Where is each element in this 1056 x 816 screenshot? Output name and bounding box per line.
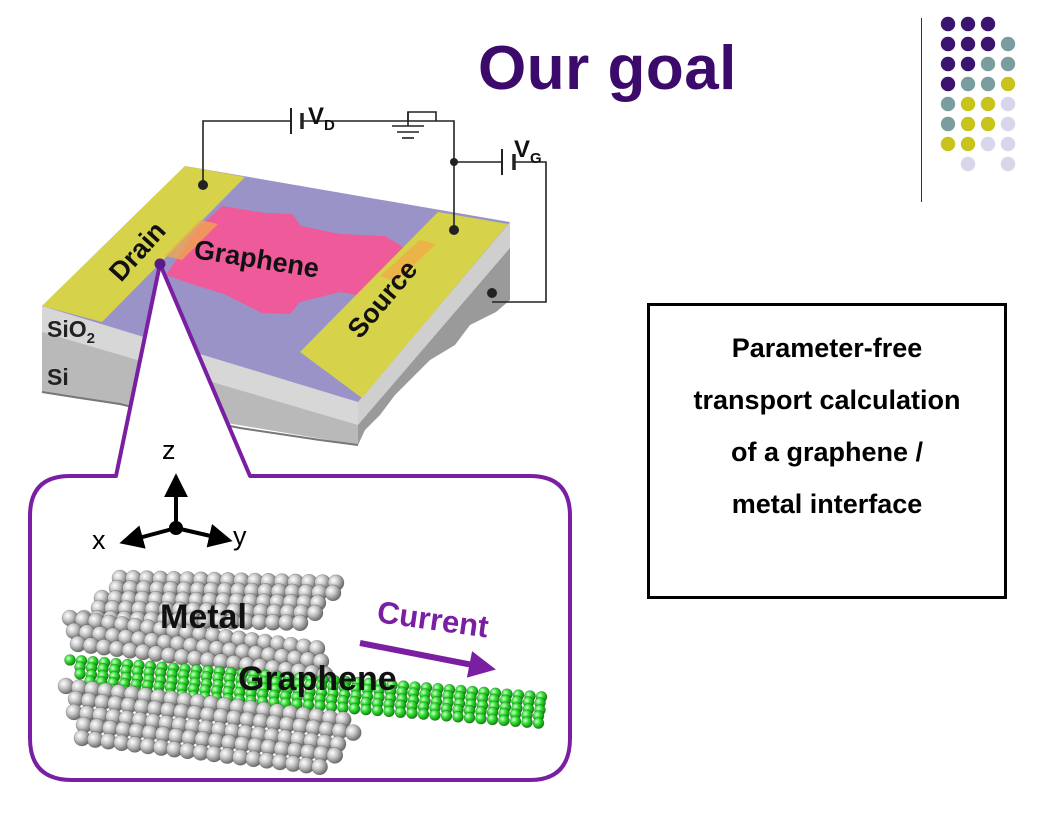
graphene-channel [166,206,420,314]
decorative-dot [980,96,996,112]
graphene-atom [74,668,86,680]
metal-label: Metal [160,598,247,636]
axes-icon [119,473,233,549]
summary-line: metal interface [731,489,923,519]
decorative-dot [1000,116,1016,132]
summary-text: Parameter-free transport calculation of … [650,322,1004,530]
sio2-label: SiO2 [47,316,95,347]
source-electrode [300,212,508,398]
graphene-atom [498,714,510,727]
drain-contact-overlap [165,220,218,260]
slide-title: Our goal [478,34,737,103]
drain-electrode [42,166,245,322]
graphene-atom [406,707,418,720]
zoom-origin-dot [154,258,166,270]
decorative-dot [940,96,956,112]
axis-y-label: y [233,521,247,551]
decorative-dot [1000,156,1016,172]
decorative-dot-grid [940,16,1016,172]
decorative-dot [960,156,976,172]
decorative-dot [940,16,956,32]
metal-atom [291,614,309,632]
graphene-atom [452,710,464,723]
vg-label: VG [514,136,542,167]
decorative-divider [921,18,922,202]
decorative-dot [980,16,996,32]
decorative-dot [940,56,956,72]
decorative-dot [960,76,976,92]
axis-z-label: z [162,435,176,465]
decorative-dot [940,76,956,92]
gate-contact-dot [487,288,497,298]
graphene-atom [440,710,453,722]
decorative-dot [980,36,996,52]
source-contact-dot [449,225,459,235]
decorative-dot [960,56,976,72]
summary-line: Parameter-free [731,333,923,363]
graphene-atom [360,703,372,716]
decorative-dot [940,36,956,52]
metal-atom [324,584,342,602]
metal-atom [306,604,324,622]
decorative-dot [940,136,956,152]
decorative-dot [980,136,996,152]
graphene-atom [486,713,499,726]
substrate-right-oxide [358,222,510,425]
graphene-atom [417,708,430,720]
axis-x-label: x [92,525,106,555]
metal-atoms-upper [61,569,345,683]
device-diagram: Drain Source Graphene SiO2 Si [28,103,572,782]
metal-atom [326,747,344,764]
vd-battery-icon [290,108,304,134]
circuit-wires [202,111,547,303]
source-contact-overlap [380,240,436,282]
graphene-zoom-label: Graphene [238,660,397,698]
decorative-dot [960,116,976,132]
graphene-atom [475,712,487,725]
decorative-dot [960,36,976,52]
current-arrow [359,640,496,678]
graphene-atom [348,702,361,715]
decorative-dot [960,96,976,112]
decorative-dot [1000,36,1016,52]
decorative-dot [1000,56,1016,72]
summary-line: transport calculation [693,385,961,415]
decorative-dot [1000,136,1016,152]
decorative-dot [1000,76,1016,92]
drain-contact-dot [198,180,208,190]
decorative-dot [960,136,976,152]
metal-atom [344,724,362,741]
decorative-dot [980,76,996,92]
graphene-atom [64,654,76,666]
axes-origin [169,521,183,535]
decorative-dot [1000,96,1016,112]
junction-dot [450,158,458,166]
decorative-dot [940,116,956,132]
graphene-atom [521,716,533,729]
graphene-atom [429,709,441,721]
summary-line: of a graphene / [730,437,924,467]
graphene-atom [383,705,395,718]
decorative-dot [980,116,996,132]
summary-box: Parameter-free transport calculation of … [647,303,1007,599]
metal-atom [311,758,328,776]
graphene-atom [532,717,545,729]
decorative-dot [960,16,976,32]
vd-label: VD [308,103,335,134]
decorative-dot [980,56,996,72]
graphene-atom [463,711,476,724]
si-label: Si [47,364,69,390]
graphene-atom [371,704,384,717]
graphene-atom [394,706,407,719]
vg-battery-icon [501,149,516,175]
graphene-atom [509,715,522,728]
ground-icon [392,112,424,139]
metal-atoms-lower [57,677,362,776]
